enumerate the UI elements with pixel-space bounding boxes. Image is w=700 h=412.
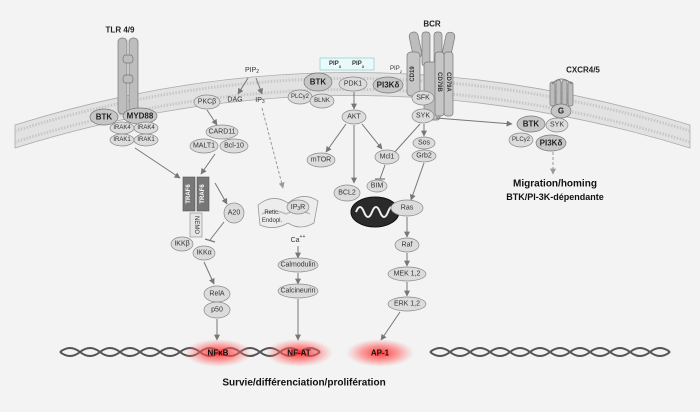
- mek: MEK 1,2: [394, 271, 421, 278]
- nemo-node: [189, 212, 203, 238]
- cxcr-syk: SYK: [550, 122, 564, 129]
- myd88: MYD88: [127, 112, 154, 121]
- malt1: MALT1: [193, 143, 215, 150]
- ip3r-label: IP3R: [291, 204, 305, 213]
- tlr-btk-node: [89, 108, 119, 126]
- bim: BIM: [371, 183, 384, 190]
- ikkb: IKKβ: [174, 241, 189, 248]
- traf6-a-node: [182, 176, 196, 212]
- bcl2: BCL2: [338, 190, 356, 197]
- a20-node: [223, 202, 245, 224]
- pip3-a: PIP3: [329, 61, 342, 69]
- sos: Sos: [418, 140, 431, 147]
- ca-label: Ca++: [291, 234, 306, 244]
- dna-right: [429, 347, 671, 357]
- cxcr-plcg2: PLCγ2: [512, 137, 531, 143]
- footer-caption: Survie/différenciation/prolifération: [222, 378, 385, 389]
- ras: Ras: [401, 205, 414, 212]
- traf6-a: TRAF6: [186, 184, 192, 204]
- blnk: BLNK: [314, 98, 330, 104]
- traf6-b-node: [196, 176, 210, 212]
- nfat: NF-AT: [287, 349, 311, 358]
- ap1: AP-1: [371, 349, 390, 358]
- ap1-glow: [346, 339, 414, 367]
- irak1-b: IRAK1: [137, 137, 155, 143]
- cxcr-label: CXCR4/5: [566, 66, 600, 75]
- ikka: IKKα: [196, 250, 211, 257]
- cd19: CD19: [410, 66, 416, 82]
- ip3-label: IP3: [255, 97, 265, 106]
- tlr-receptor: [117, 37, 139, 115]
- sfk: SFK: [416, 95, 430, 102]
- a20: A20: [228, 210, 241, 217]
- er-label-2: Endopl.: [262, 218, 283, 224]
- calcineurin: Calcineurin: [280, 288, 315, 295]
- migration-line2: BTK/PI-3K-dépendante: [506, 192, 604, 202]
- bcr-label: BCR: [423, 20, 441, 29]
- pdk1: PDK1: [344, 81, 362, 88]
- nemo: NEMO: [193, 216, 199, 234]
- bcl10: Bcl-10: [224, 143, 244, 150]
- p50: p50: [211, 307, 223, 314]
- cxcr-btk: BTK: [523, 120, 540, 129]
- cxcr-receptor: [549, 78, 574, 107]
- nfkb: NFκB: [208, 349, 229, 358]
- erk: ERK 1,2: [394, 301, 420, 308]
- traf6-b: TRAF6: [200, 184, 206, 204]
- card11: CARD11: [208, 129, 235, 136]
- raf: Raf: [402, 242, 413, 249]
- irak4-a: IRAK4: [113, 125, 131, 131]
- akt: AKT: [347, 114, 361, 121]
- cd79b-node: [434, 51, 445, 117]
- pip2-small: PIP2: [390, 66, 403, 74]
- mtor: mTOR: [311, 157, 331, 164]
- migration-line1: Migration/homing: [513, 179, 597, 190]
- bcr-pi3kd: PI3Kδ: [377, 81, 400, 90]
- er-label-1: Retic.: [264, 210, 280, 216]
- pip3-box: [319, 57, 375, 71]
- cd79a: CD79A: [445, 72, 451, 92]
- pip2-label: PIP2: [245, 67, 259, 76]
- grb2: Grb2: [416, 153, 432, 160]
- dag: DAG: [227, 97, 242, 104]
- g-protein: G: [558, 107, 564, 116]
- bcr-syk: SYK: [416, 113, 430, 120]
- irak1-a: IRAK1: [113, 137, 131, 143]
- calmodulin: Calmodulin: [280, 262, 315, 269]
- irak4-b: IRAK4: [137, 125, 155, 131]
- bcr-plcg2: PLCγ2: [291, 94, 310, 100]
- tlr-label: TLR 4/9: [106, 26, 135, 35]
- bcr-btk: BTK: [310, 78, 327, 87]
- cxcr-pi3kd: PI3Kδ: [540, 139, 563, 148]
- nfkb-glow: [184, 339, 252, 367]
- nfat-glow: [265, 339, 333, 367]
- pkcb: PKCβ: [198, 99, 216, 106]
- pip3-b: PIP3: [352, 61, 365, 69]
- mcl1: Mcl1: [380, 154, 395, 161]
- rela: RelA: [209, 291, 225, 298]
- mitochondrion-icon: [350, 196, 400, 228]
- cd79b: CD79B: [436, 72, 442, 92]
- tlr-btk: BTK: [96, 113, 113, 122]
